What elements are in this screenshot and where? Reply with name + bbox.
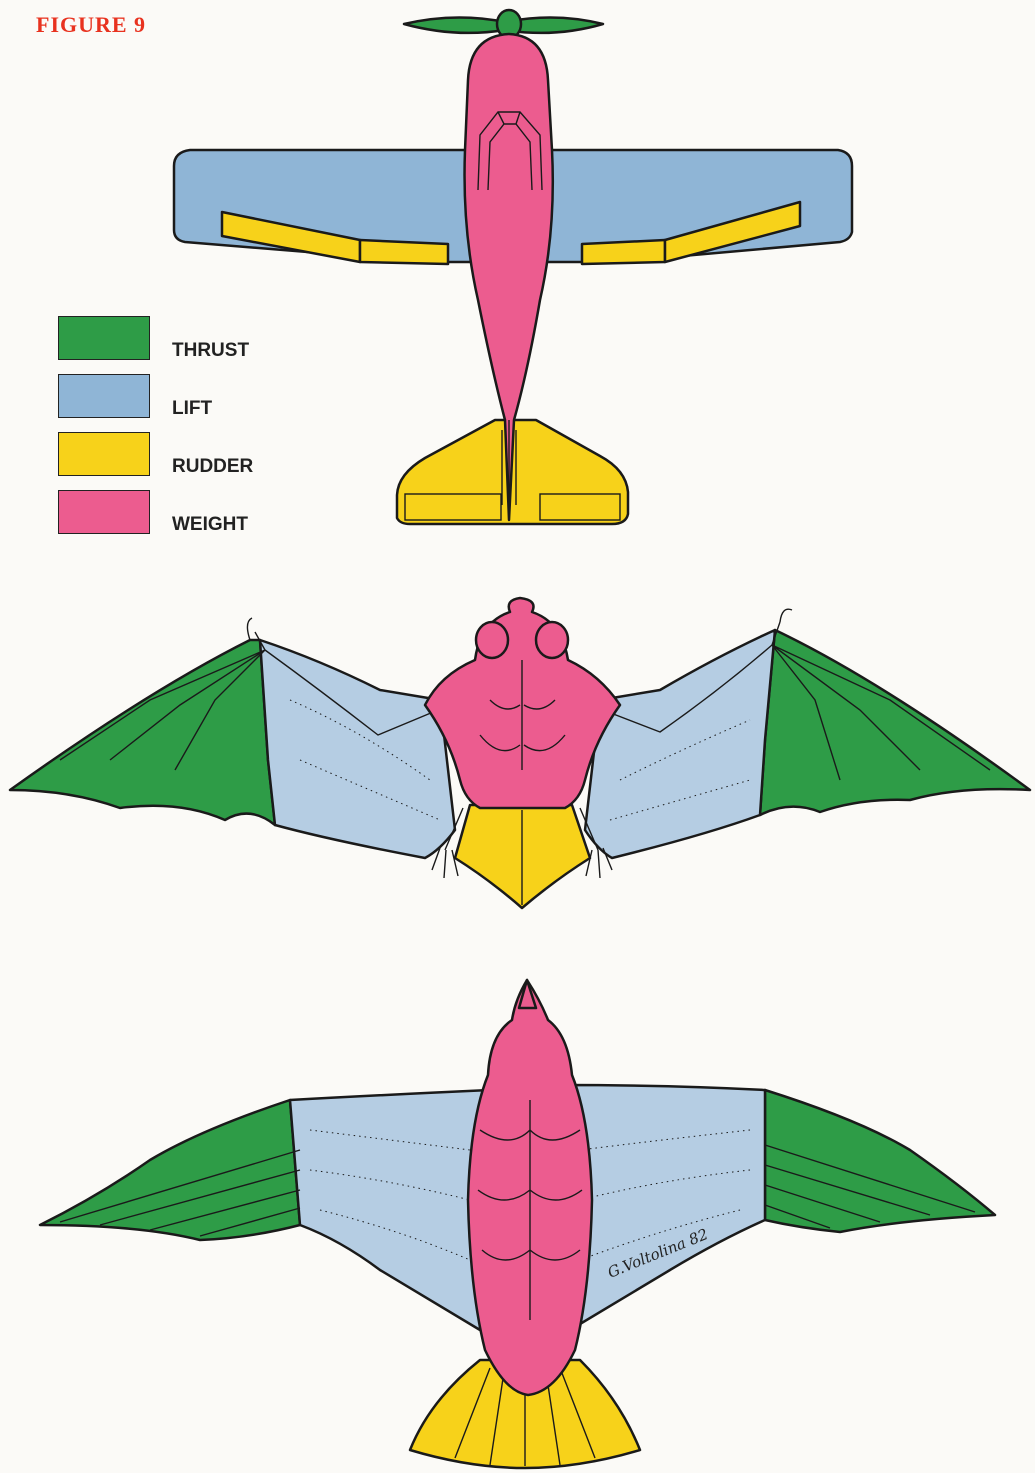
bat-right-ear — [536, 622, 568, 658]
bird-illustration — [40, 980, 995, 1468]
bat-left-membrane — [260, 640, 455, 858]
legend-item-lift: LIFT — [58, 374, 318, 418]
airplane-aileron-right-inner — [582, 240, 665, 264]
legend-item-thrust: THRUST — [58, 316, 318, 360]
legend-swatch-thrust — [58, 316, 150, 360]
legend-label-thrust: THRUST — [172, 340, 249, 362]
legend-label-lift: LIFT — [172, 398, 212, 420]
legend-label-weight: WEIGHT — [172, 514, 248, 536]
legend-item-rudder: RUDDER — [58, 432, 318, 476]
airplane-aileron-left-inner — [360, 240, 448, 264]
legend-label-rudder: RUDDER — [172, 456, 253, 478]
legend-item-weight: WEIGHT — [58, 490, 318, 534]
bird-right-wingtip — [765, 1090, 995, 1232]
bat-left-ear — [476, 622, 508, 658]
bat-illustration — [10, 598, 1030, 908]
legend-swatch-weight — [58, 490, 150, 534]
bat-right-membrane — [585, 630, 775, 858]
bat-left-wingtip — [10, 640, 275, 825]
legend-swatch-rudder — [58, 432, 150, 476]
legend-swatch-lift — [58, 374, 150, 418]
